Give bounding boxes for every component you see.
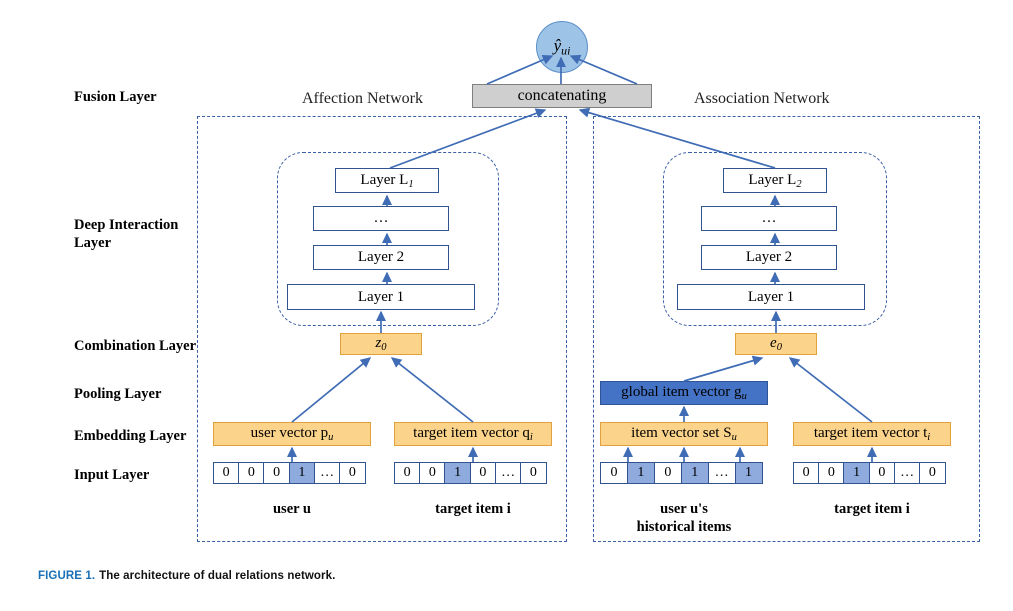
- association-target-item-vector-box: target item vector ti: [793, 422, 951, 446]
- caption-historical-items: user u's historical items: [636, 501, 732, 536]
- association-layer-L2: Layer L2: [723, 168, 827, 193]
- association-layer-2: Layer 2: [701, 245, 837, 270]
- affection-combination-vector-z0: z0: [340, 333, 422, 355]
- onehot-cell: …: [313, 462, 341, 484]
- global-item-vector-label: global item vector gu: [621, 384, 747, 402]
- association-layer-L2-label: Layer L2: [748, 171, 802, 190]
- onehot-cell: …: [707, 462, 736, 484]
- onehot-cell: 0: [263, 462, 290, 484]
- item-vector-set-box: item vector set Su: [600, 422, 768, 446]
- onehot-cell: 0: [600, 462, 628, 484]
- user-vector-box: user vector pu: [213, 422, 371, 446]
- onehot-cell: 0: [919, 462, 946, 484]
- onehot-cell: 0: [394, 462, 421, 484]
- onehot-cell: 1: [680, 462, 709, 484]
- global-item-vector-box: global item vector gu: [600, 381, 768, 405]
- row-label-pooling: Pooling Layer: [74, 386, 162, 402]
- row-label-embedding: Embedding Layer: [74, 428, 187, 444]
- association-combination-vector-e0: e0: [735, 333, 817, 355]
- affection-target-item-vector-box: target item vector qi: [394, 422, 552, 446]
- association-target-item-vector-label: target item vector ti: [813, 425, 931, 443]
- affection-layer-2: Layer 2: [313, 245, 449, 270]
- onehot-cell: 0: [868, 462, 896, 484]
- onehot-cell: 1: [843, 462, 870, 484]
- onehot-cell: 1: [444, 462, 471, 484]
- onehot-cell: 0: [818, 462, 845, 484]
- onehot-cell: 0: [238, 462, 265, 484]
- association-network-boundary: [593, 116, 980, 542]
- user-vector-label: user vector pu: [250, 425, 334, 443]
- affection-layer-L1-label: Layer L1: [360, 171, 414, 190]
- row-label-fusion: Fusion Layer: [74, 89, 157, 105]
- e0-label: e0: [770, 335, 782, 353]
- affection-network-title: Affection Network: [302, 90, 423, 107]
- y-hat-subscript: ui: [561, 43, 571, 58]
- concatenating-box: concatenating: [472, 84, 652, 108]
- prediction-output-label: ŷui: [554, 36, 571, 58]
- prediction-output-node: ŷui: [536, 21, 588, 73]
- onehot-cell: 0: [653, 462, 682, 484]
- onehot-cell: 1: [288, 462, 316, 484]
- association-network-title: Association Network: [694, 90, 830, 107]
- row-label-combination: Combination Layer: [74, 338, 197, 354]
- affection-layer-L1: Layer L1: [335, 168, 439, 193]
- onehot-cell: 0: [213, 462, 240, 484]
- figure-caption-text: The architecture of dual relations netwo…: [99, 570, 336, 582]
- onehot-cell: 0: [520, 462, 547, 484]
- association-layer-dots: …: [701, 206, 837, 231]
- affection-layer-dots: …: [313, 206, 449, 231]
- caption-affection-target-item: target item i: [435, 501, 511, 517]
- z0-label: z0: [375, 335, 387, 353]
- row-label-deep-interaction-line2: Layer: [74, 235, 112, 252]
- onehot-cell: 1: [734, 462, 763, 484]
- affection-mlp-boundary: [277, 152, 499, 326]
- onehot-cell: …: [494, 462, 522, 484]
- onehot-cell: 0: [469, 462, 497, 484]
- caption-user-u: user u: [272, 501, 311, 517]
- onehot-cell: 0: [793, 462, 820, 484]
- onehot-cell: …: [893, 462, 921, 484]
- item-vector-set-label: item vector set Su: [631, 425, 737, 443]
- onehot-cell: 1: [626, 462, 655, 484]
- row-label-input: Input Layer: [74, 467, 150, 483]
- figure-caption: FIGURE 1.The architecture of dual relati…: [38, 570, 335, 582]
- onehot-cell: 0: [339, 462, 366, 484]
- affection-network-boundary: [197, 116, 567, 542]
- y-hat-symbol: ŷ: [553, 35, 562, 55]
- figure-number: FIGURE 1.: [38, 570, 96, 582]
- association-layer-1: Layer 1: [677, 284, 865, 310]
- caption-association-target-item: target item i: [834, 501, 910, 517]
- row-label-deep-interaction-line1: Deep Interaction: [74, 217, 179, 233]
- affection-target-item-vector-label: target item vector qi: [413, 425, 533, 443]
- affection-layer-1: Layer 1: [287, 284, 475, 310]
- onehot-cell: 0: [419, 462, 446, 484]
